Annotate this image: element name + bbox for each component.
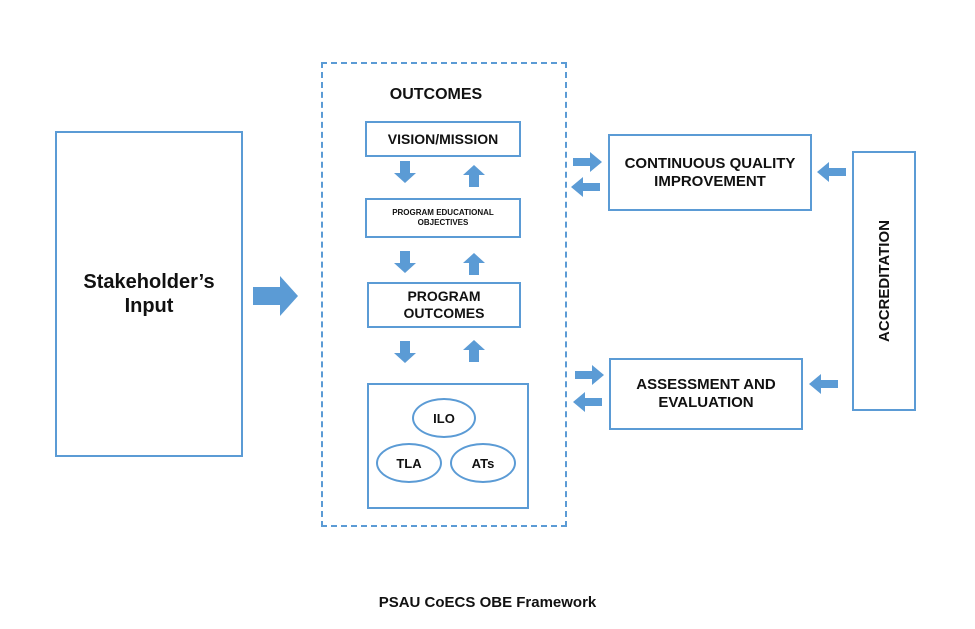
program-outcomes-label: PROGRAM OUTCOMES <box>403 288 485 321</box>
outcomes-container <box>321 62 567 527</box>
up-arrow-3 <box>463 340 485 362</box>
ilo-label: ILO <box>433 410 455 426</box>
assessment-box: ASSESSMENT AND EVALUATION <box>609 358 803 430</box>
up-arrow-1 <box>463 165 485 187</box>
outcomes-to-assessment-arrow <box>575 365 604 385</box>
vision-mission-label: VISION/MISSION <box>387 130 499 147</box>
accreditation-to-assessment-arrow <box>809 374 838 394</box>
cqi-box: CONTINUOUS QUALITY IMPROVEMENT <box>608 134 812 211</box>
ats-ellipse: ATs <box>450 443 516 483</box>
stakeholder-to-outcomes-arrow <box>253 276 298 316</box>
outcomes-title: OUTCOMES <box>389 86 483 103</box>
cqi-to-outcomes-arrow <box>571 177 600 197</box>
down-arrow-3 <box>394 341 416 363</box>
ats-label: ATs <box>471 455 495 471</box>
accreditation-box <box>852 151 916 411</box>
outcomes-to-cqi-arrow <box>573 152 602 172</box>
assessment-label: ASSESSMENT AND EVALUATION <box>636 376 776 411</box>
down-arrow-1 <box>394 161 416 183</box>
cqi-label: CONTINUOUS QUALITY IMPROVEMENT <box>624 154 796 190</box>
tla-ellipse: TLA <box>376 443 442 483</box>
tla-label: TLA <box>396 455 422 471</box>
program-educational-objectives-label: PROGRAM EDUCATIONAL OBJECTIVES <box>392 208 494 227</box>
ilo-ellipse: ILO <box>412 398 476 438</box>
down-arrow-2 <box>394 251 416 273</box>
up-arrow-2 <box>463 253 485 275</box>
vision-mission-box: VISION/MISSION <box>365 121 521 157</box>
program-educational-objectives-box: PROGRAM EDUCATIONAL OBJECTIVES <box>365 198 521 238</box>
stakeholder-input-box: Stakeholder’s Input <box>55 131 243 457</box>
accreditation-to-cqi-arrow <box>817 162 846 182</box>
assessment-to-outcomes-arrow <box>573 392 602 412</box>
stakeholder-input-label: Stakeholder’s Input <box>83 271 215 317</box>
program-outcomes-box: PROGRAM OUTCOMES <box>367 282 521 328</box>
diagram-caption: PSAU CoECS OBE Framework <box>378 594 597 611</box>
